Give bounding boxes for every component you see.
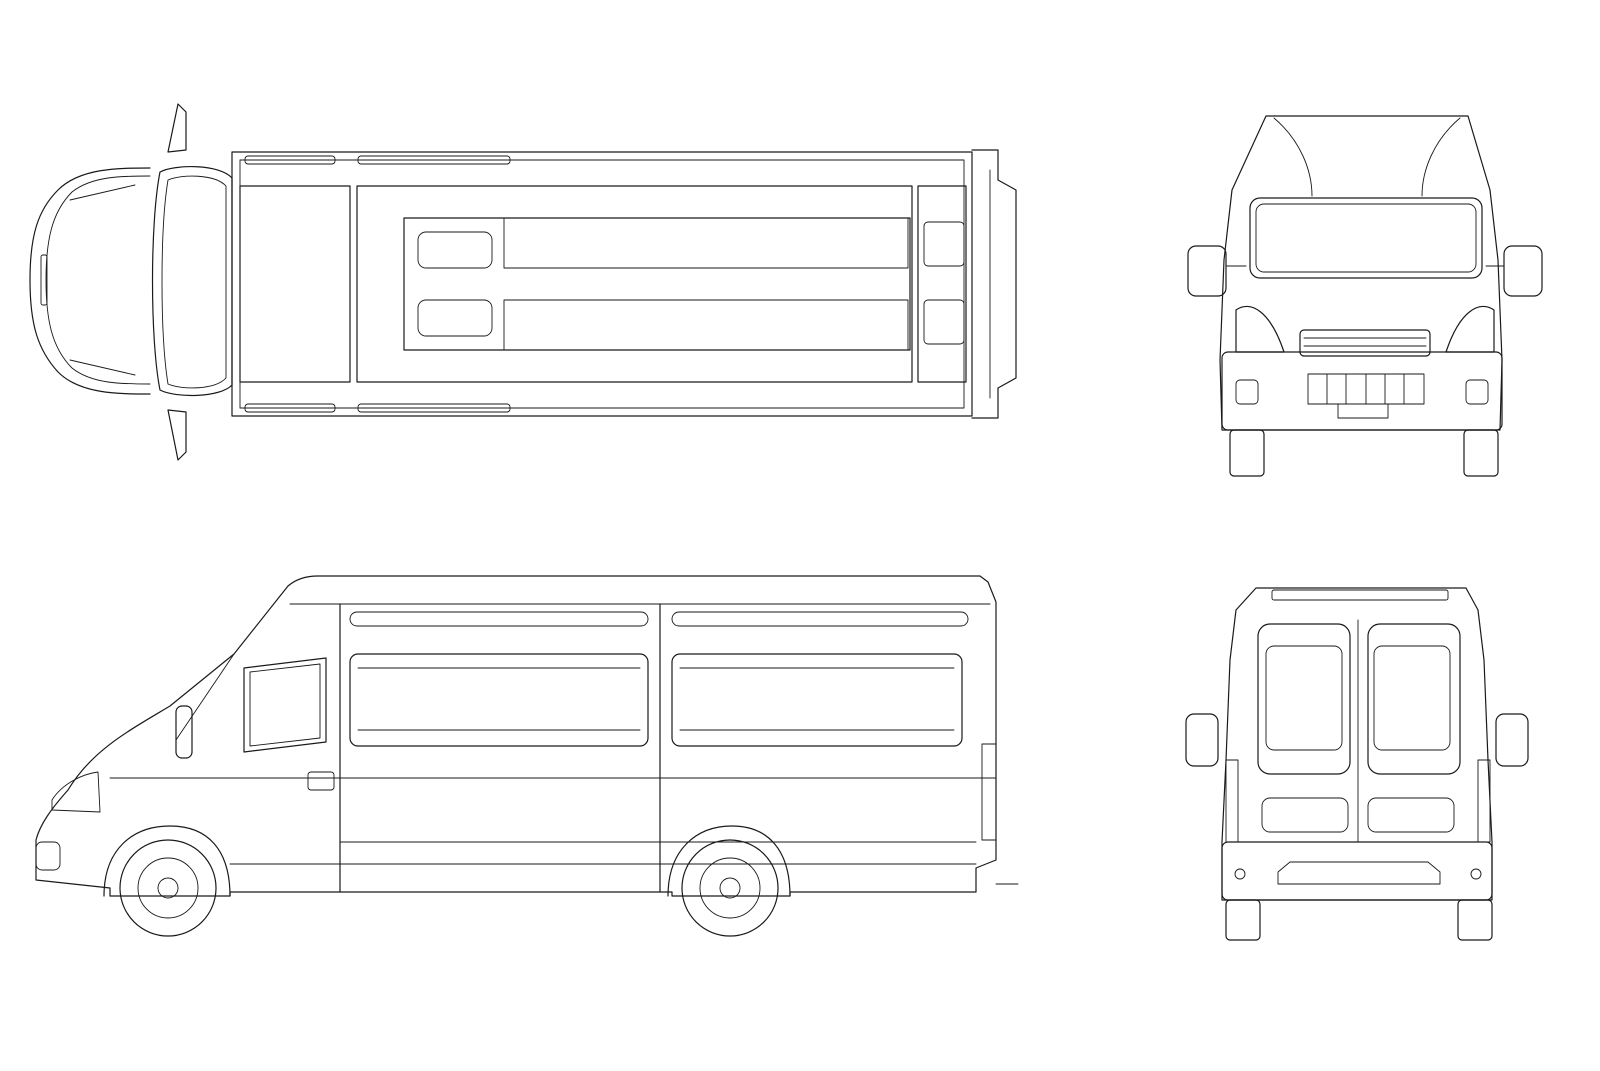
side-view-upper-rail-2 [672, 612, 968, 626]
top-view-roof-strip-1 [504, 218, 908, 268]
side-view-panel-1 [350, 654, 648, 746]
front-view-headlight-right [1446, 306, 1494, 352]
rear-view-step [1278, 862, 1440, 884]
rear-view-light-bar [1272, 590, 1448, 600]
top-view-roof-hatch-frame [404, 218, 910, 350]
side-view-mirror [176, 706, 192, 758]
top-view-rear-vent-1 [924, 222, 964, 266]
side-view-front-hub [158, 878, 178, 898]
top-view-cab-roof [240, 186, 350, 382]
rear-view-window-right [1374, 646, 1450, 750]
front-view-upper-grille [1300, 330, 1430, 356]
front-view-headlight-left [1236, 306, 1284, 352]
rear-view-window-left [1266, 646, 1342, 750]
top-view-hood [30, 168, 150, 394]
top-view-rear-vent-2 [924, 300, 964, 344]
top-view-rear-roof [918, 186, 966, 382]
front-view-windscreen [1250, 198, 1482, 278]
top-view-body-inner [240, 160, 964, 408]
top-view-windscreen-inner [162, 176, 226, 388]
side-view-panel-2 [672, 654, 962, 746]
rear-view-reflector-right [1471, 869, 1481, 879]
rear-view-tail-lamp-left [1226, 760, 1238, 842]
rear-view-lower-panel-left [1262, 798, 1348, 832]
rear-view [1186, 588, 1528, 940]
rear-view-wheel-right [1458, 900, 1492, 940]
front-view [1188, 116, 1542, 476]
side-view-door-handle [308, 772, 334, 790]
front-view-fog-right [1466, 380, 1488, 404]
top-view-windscreen [153, 167, 233, 396]
front-view-bumper [1222, 352, 1502, 430]
side-view-tail-lamp [982, 744, 996, 840]
front-view-fog-left [1236, 380, 1258, 404]
side-view-rear-arch [668, 826, 790, 896]
top-view-hood-crease-upper [70, 185, 135, 200]
top-view-rail-3 [245, 404, 335, 412]
front-view-roof-curve-left [1274, 118, 1312, 196]
top-view-rail-4 [358, 404, 510, 412]
top-view-body [232, 152, 972, 416]
rear-view-door-left-window-frame [1258, 624, 1350, 774]
rear-view-lower-panel-right [1368, 798, 1454, 832]
side-view-rear-wheel [682, 840, 778, 936]
top-view-front-grille [41, 255, 47, 305]
top-view [30, 104, 1016, 460]
rear-view-mirror-left [1186, 714, 1218, 766]
rear-view-mirror-right [1496, 714, 1528, 766]
side-view [36, 576, 1018, 936]
side-view-a-pillar [176, 654, 234, 740]
top-view-vent-1 [418, 232, 492, 268]
front-view-plate [1338, 404, 1388, 418]
side-view-upper-rail-1 [350, 612, 648, 626]
front-view-wheel-right [1464, 430, 1498, 476]
rear-view-door-right-window-frame [1368, 624, 1460, 774]
top-view-vent-2 [418, 300, 492, 336]
side-view-front-rim [138, 858, 198, 918]
side-view-rear-hub [720, 878, 740, 898]
front-view-mirror-left [1188, 246, 1226, 296]
top-view-mirror-upper [168, 104, 186, 152]
front-view-roof-outline [1220, 116, 1502, 430]
rear-view-wheel-left [1226, 900, 1260, 940]
rear-view-outline [1222, 588, 1492, 900]
top-view-rail-1 [245, 156, 335, 164]
side-view-fog-light [36, 842, 60, 870]
front-view-mirror-right [1504, 246, 1542, 296]
front-view-windscreen-inner [1256, 204, 1476, 272]
top-view-hood-crease-lower [70, 360, 135, 375]
rear-view-reflector-left [1235, 869, 1245, 879]
side-view-rear-rim [700, 858, 760, 918]
side-view-front-window [244, 658, 326, 752]
top-view-hood-inner [46, 176, 150, 384]
top-view-roof-strip-2 [504, 300, 908, 350]
side-view-front-arch [104, 826, 230, 896]
top-view-cargo-roof [357, 186, 912, 382]
front-view-wheel-left [1230, 430, 1264, 476]
side-view-body-outline [36, 576, 996, 896]
top-view-rail-2 [358, 156, 510, 164]
side-view-headlight [52, 772, 100, 812]
top-view-rear-bumper [972, 150, 1016, 418]
top-view-mirror-lower [168, 410, 186, 460]
front-view-roof-curve-right [1422, 118, 1460, 196]
rear-view-bumper [1222, 842, 1492, 900]
side-view-front-window-inner [250, 664, 320, 746]
side-view-front-wheel [120, 840, 216, 936]
